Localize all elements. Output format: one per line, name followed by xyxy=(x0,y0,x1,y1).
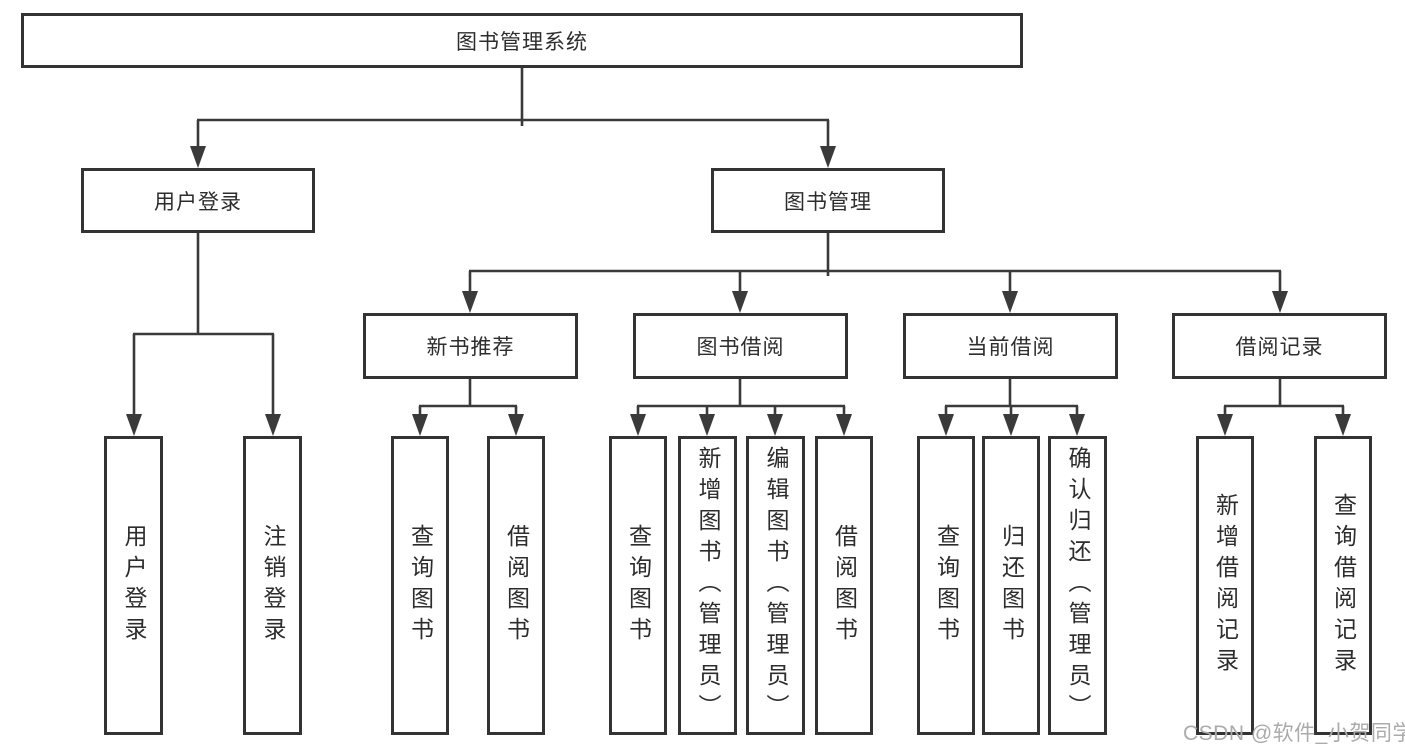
leaf-add-borrow-record-label: 新增借阅记录 xyxy=(1212,492,1239,679)
node-borrow-records: 借阅记录 xyxy=(1172,313,1387,379)
leaf-confirm-return-admin-label: 确认归还（管理员） xyxy=(1065,446,1091,725)
leaf-query-borrow-record: 查询借阅记录 xyxy=(1314,436,1372,735)
leaf-user-login-label: 用户登录 xyxy=(121,523,147,648)
leaf-recommend-borrow-books: 借阅图书 xyxy=(487,436,545,735)
node-user-login: 用户登录 xyxy=(81,168,315,233)
leaf-recommend-borrow-books-label: 借阅图书 xyxy=(503,523,530,648)
leaf-recommend-query-books-label: 查询图书 xyxy=(407,523,434,648)
node-book-borrow: 图书借阅 xyxy=(633,313,848,379)
leaf-borrow-query-books: 查询图书 xyxy=(609,436,667,735)
leaf-return-books: 归还图书 xyxy=(982,436,1040,735)
leaf-add-book-admin: 新增图书（管理员） xyxy=(678,436,737,735)
watermark: CSDN @软件_小贺同学 xyxy=(1183,722,1405,745)
leaf-confirm-return-admin: 确认归还（管理员） xyxy=(1048,436,1107,735)
leaf-logout-label: 注销登录 xyxy=(260,523,286,648)
leaf-borrow-query-books-label: 查询图书 xyxy=(625,523,652,648)
node-new-book-recommend: 新书推荐 xyxy=(363,313,578,379)
leaf-query-borrow-record-label: 查询借阅记录 xyxy=(1330,492,1357,679)
leaf-borrow-borrow-books-label: 借阅图书 xyxy=(831,523,858,648)
leaf-borrow-borrow-books: 借阅图书 xyxy=(815,436,873,735)
leaf-add-book-admin-label: 新增图书（管理员） xyxy=(695,446,721,725)
leaf-logout: 注销登录 xyxy=(243,436,302,735)
leaf-edit-book-admin: 编辑图书（管理员） xyxy=(746,436,805,735)
node-book-management: 图书管理 xyxy=(711,168,945,233)
leaf-add-borrow-record: 新增借阅记录 xyxy=(1196,436,1254,735)
leaf-return-books-label: 归还图书 xyxy=(998,523,1025,648)
leaf-recommend-query-books: 查询图书 xyxy=(391,436,449,735)
node-library-management-system: 图书管理系统 xyxy=(21,13,1023,68)
node-current-borrow: 当前借阅 xyxy=(903,313,1118,379)
leaf-current-query-books: 查询图书 xyxy=(917,436,975,735)
leaf-edit-book-admin-label: 编辑图书（管理员） xyxy=(763,446,789,725)
leaf-user-login: 用户登录 xyxy=(104,436,163,735)
leaf-current-query-books-label: 查询图书 xyxy=(933,523,960,648)
